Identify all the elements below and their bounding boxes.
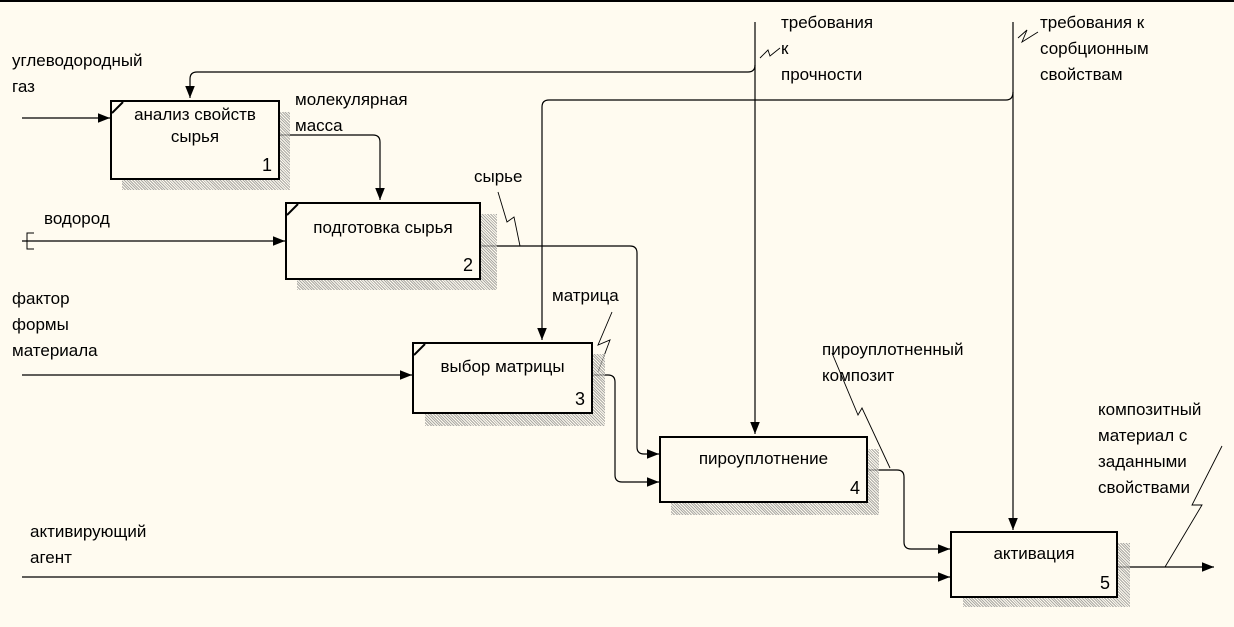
label-shape-factor: фактор формы материала bbox=[12, 289, 98, 360]
tunnel-icon bbox=[22, 232, 34, 250]
label-hydrocarbon-gas: углеводородный газ bbox=[12, 51, 143, 96]
label-molecular-mass: молекулярная масса bbox=[295, 90, 408, 135]
squiggle-pyro bbox=[831, 352, 891, 469]
top-border bbox=[0, 0, 1234, 2]
squiggle-strength bbox=[759, 47, 781, 59]
activity-title: пироуплотнение bbox=[698, 449, 829, 468]
activity-title: выбор матрицы bbox=[440, 357, 565, 376]
arrow-sorption-branch[interactable] bbox=[537, 91, 1014, 340]
activity-number: 2 bbox=[462, 255, 473, 275]
activity-title: активация bbox=[993, 544, 1075, 563]
label-output: композитный материал с заданными свойств… bbox=[1098, 400, 1202, 497]
label-strength-req: требования к прочности bbox=[781, 13, 874, 84]
activity-number: 3 bbox=[574, 389, 585, 409]
corner-mark bbox=[287, 204, 299, 216]
activity-title: анализ свойств сырья bbox=[134, 105, 256, 146]
squiggle-output bbox=[1164, 445, 1223, 568]
activity-number: 1 bbox=[261, 155, 272, 175]
arrow-strength-branch[interactable] bbox=[185, 64, 756, 98]
label-sorption-req: требования к сорбционным свойствам bbox=[1040, 13, 1149, 84]
label-matrix: матрица bbox=[552, 286, 619, 305]
activity-3[interactable]: выбор матрицы 3 bbox=[412, 342, 593, 414]
activity-number: 5 bbox=[1099, 573, 1110, 593]
activity-1[interactable]: анализ свойств сырья 1 bbox=[110, 100, 280, 180]
arrow-matrix[interactable] bbox=[593, 374, 659, 487]
corner-mark bbox=[414, 344, 426, 356]
squiggle-raw bbox=[497, 191, 521, 247]
squiggle-sorption bbox=[1017, 29, 1039, 44]
label-raw-material: сырье bbox=[474, 167, 523, 186]
corner-mark bbox=[112, 102, 124, 114]
activity-number: 4 bbox=[849, 478, 860, 498]
arrow-raw-material[interactable] bbox=[480, 245, 659, 459]
arrow-molecular-mass[interactable] bbox=[279, 134, 385, 200]
activity-2[interactable]: подготовка сырья 2 bbox=[285, 202, 481, 280]
label-pyro-composite: пироуплотненный композит bbox=[822, 340, 964, 385]
activity-4[interactable]: пироуплотнение 4 bbox=[659, 436, 868, 503]
activity-5[interactable]: активация 5 bbox=[950, 531, 1118, 598]
label-activating-agent: активирующий агент bbox=[30, 522, 147, 567]
arrow-pyro-composite[interactable] bbox=[868, 469, 950, 554]
activity-title: подготовка сырья bbox=[313, 218, 453, 237]
label-hydrogen: водород bbox=[44, 209, 110, 228]
